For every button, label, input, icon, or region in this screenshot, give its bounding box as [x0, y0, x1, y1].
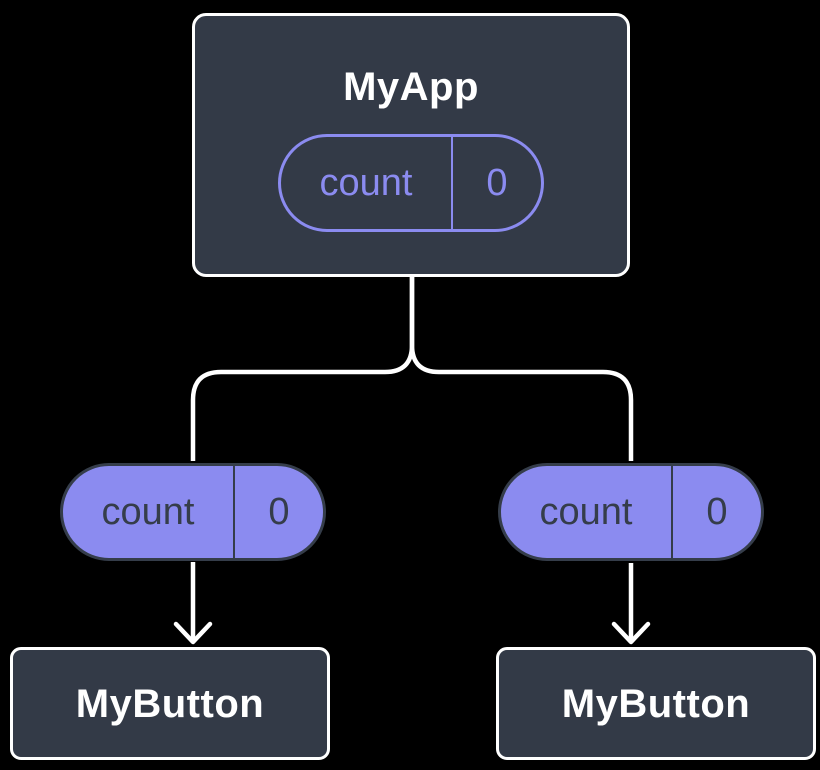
- arrow-right-head: [611, 621, 651, 645]
- node-myapp: MyApp count 0: [192, 13, 630, 277]
- state-pill-myapp: count 0: [278, 134, 544, 232]
- node-mybutton-right: MyButton: [496, 647, 816, 760]
- prop-pill-right-name: count: [539, 490, 633, 533]
- node-mybutton-left-title: MyButton: [75, 681, 265, 726]
- node-mybutton-right-title: MyButton: [561, 681, 751, 726]
- prop-pill-left-name: count: [101, 490, 195, 533]
- prop-pill-left: count 0: [60, 463, 326, 561]
- node-mybutton-left: MyButton: [10, 647, 330, 760]
- connector-branch-left: [190, 275, 415, 461]
- state-pill-name: count: [319, 161, 413, 204]
- state-pill-value: 0: [451, 137, 541, 229]
- arrow-left-head: [173, 621, 213, 645]
- prop-pill-left-value: 0: [233, 466, 323, 558]
- prop-pill-right: count 0: [498, 463, 764, 561]
- connector-branch-right: [409, 275, 634, 461]
- prop-pill-right-value: 0: [671, 466, 761, 558]
- node-myapp-title: MyApp: [343, 65, 479, 109]
